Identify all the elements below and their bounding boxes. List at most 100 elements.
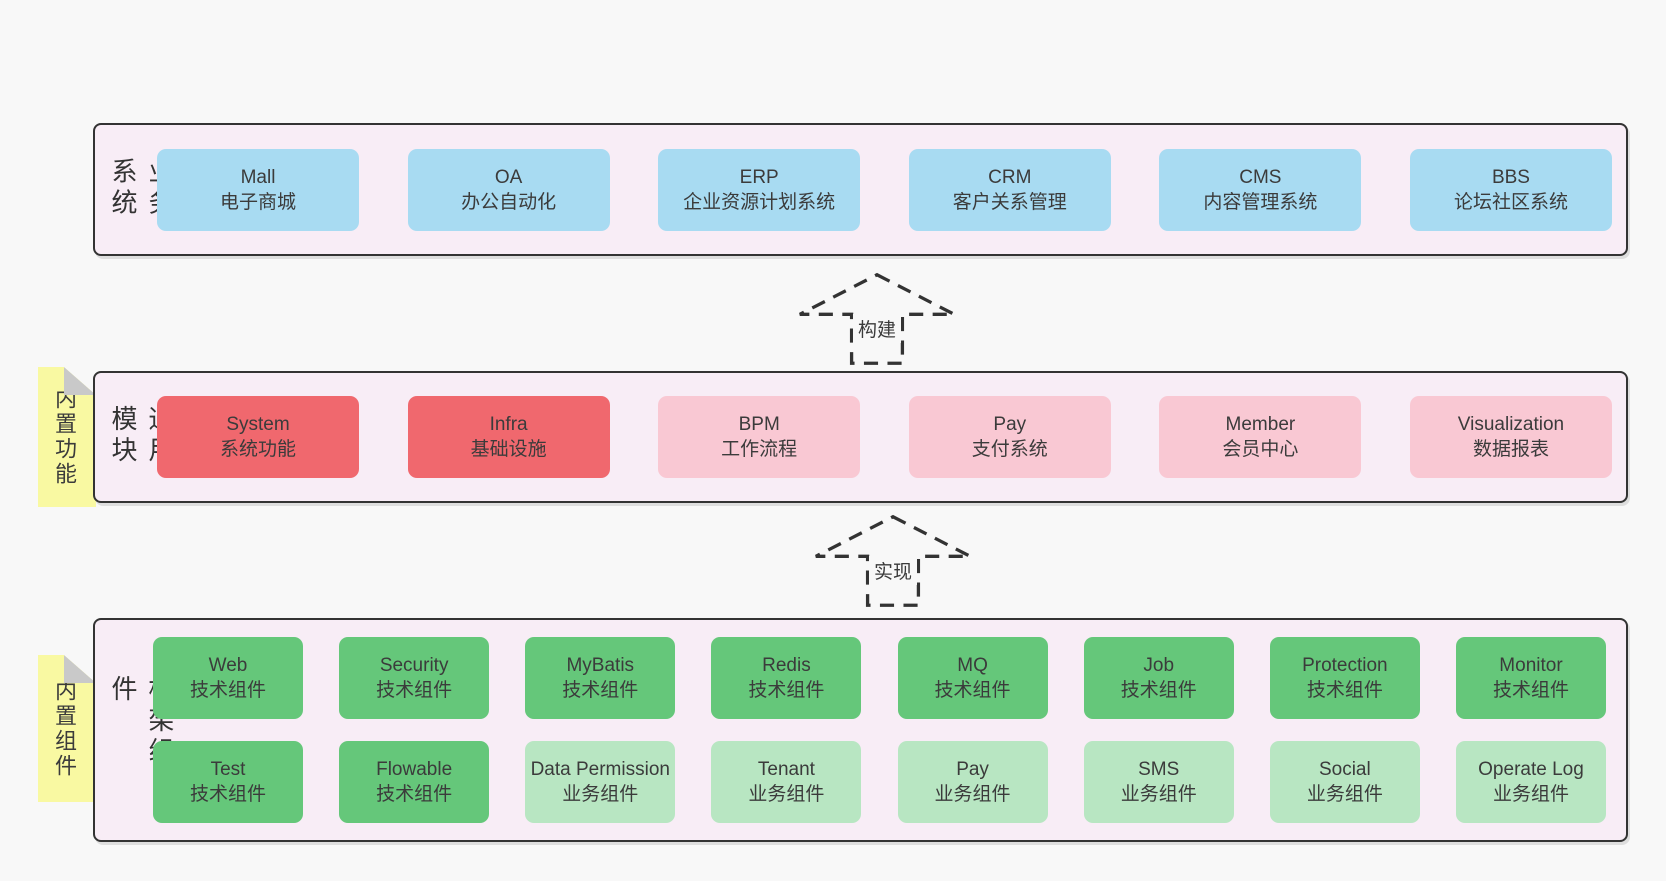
band-business-systems: 业务系统 Mall 电子商城 OA 办公自动化 ERP 企业资源计划系统 CRM… (93, 123, 1628, 256)
sticky-note-text: 内置功能 (52, 387, 77, 487)
up-arrow-icon (815, 514, 971, 607)
box-title: MyBatis (566, 655, 635, 676)
box-bbs: BBS 论坛社区系统 (1409, 148, 1612, 231)
box-subtitle: 论坛社区系统 (1453, 191, 1568, 213)
folded-corner-icon (64, 655, 96, 683)
box-protection: Protection 技术组件 (1269, 637, 1420, 719)
box-title: Pay (956, 759, 989, 780)
box-subtitle: 技术组件 (376, 784, 453, 805)
box-mybatis: MyBatis 技术组件 (525, 637, 676, 719)
arrow-build: 构建 (797, 270, 957, 368)
band-boxes-row: Web 技术组件 Security 技术组件 MyBatis 技术组件 Redi… (153, 637, 1606, 719)
box-title: Protection (1302, 655, 1388, 676)
box-title: Redis (762, 655, 811, 676)
band-rows: Web 技术组件 Security 技术组件 MyBatis 技术组件 Redi… (153, 620, 1606, 840)
box-subtitle: 会员中心 (1222, 439, 1299, 460)
box-title: CRM (988, 166, 1032, 188)
box-visualization: Visualization 数据报表 (1409, 396, 1612, 478)
box-title: CMS (1239, 166, 1282, 188)
box-subtitle: 技术组件 (189, 784, 266, 805)
box-subtitle: 技术组件 (934, 680, 1011, 701)
box-title: Infra (489, 414, 528, 435)
box-subtitle: 内容管理系统 (1203, 191, 1318, 213)
folded-corner-icon (64, 367, 96, 395)
box-test: Test 技术组件 (153, 741, 303, 823)
box-subtitle: 技术组件 (1306, 680, 1383, 701)
box-erp: ERP 企业资源计划系统 (658, 148, 861, 231)
box-flowable: Flowable 技术组件 (339, 741, 490, 823)
box-subtitle: 技术组件 (1492, 680, 1569, 701)
box-pay-component: Pay 业务组件 (897, 741, 1048, 823)
box-title: Tenant (757, 759, 815, 780)
box-title: BPM (738, 414, 780, 435)
box-subtitle: 技术组件 (376, 680, 453, 701)
box-subtitle: 客户关系管理 (952, 191, 1067, 213)
box-subtitle: 支付系统 (971, 439, 1048, 460)
box-pay-module: Pay 支付系统 (908, 396, 1111, 478)
box-subtitle: 工作流程 (721, 439, 798, 460)
box-title: Member (1225, 414, 1296, 435)
box-title: System (226, 414, 290, 435)
box-job: Job 技术组件 (1083, 637, 1234, 719)
box-title: BBS (1491, 166, 1530, 188)
box-title: Flowable (376, 759, 453, 780)
box-subtitle: 业务组件 (934, 784, 1011, 805)
box-subtitle: 系统功能 (219, 439, 296, 460)
box-title: MQ (957, 655, 988, 676)
box-subtitle: 业务组件 (1306, 784, 1383, 805)
box-subtitle: 技术组件 (562, 680, 639, 701)
box-title: Operate Log (1478, 759, 1584, 780)
band-boxes: Mall 电子商城 OA 办公自动化 ERP 企业资源计划系统 CRM 客户关系… (157, 125, 1612, 254)
box-infra: Infra 基础设施 (407, 396, 610, 478)
box-subtitle: 业务组件 (748, 784, 825, 805)
box-subtitle: 技术组件 (748, 680, 825, 701)
box-crm: CRM 客户关系管理 (908, 148, 1111, 231)
box-social: Social 业务组件 (1269, 741, 1420, 823)
box-subtitle: 电子商城 (219, 191, 296, 213)
box-data-permission: Data Permission 业务组件 (525, 741, 676, 823)
up-arrow-icon (799, 272, 955, 365)
box-subtitle: 基础设施 (470, 439, 547, 460)
box-web: Web 技术组件 (153, 637, 303, 719)
box-bpm: BPM 工作流程 (658, 396, 861, 478)
arrow-label: 实现 (868, 556, 918, 585)
box-title: Mall (240, 166, 276, 188)
band-common-modules: 通用模块 System 系统功能 Infra 基础设施 BPM 工作流程 Pay… (93, 371, 1628, 503)
sticky-note-text: 内置组件 (52, 678, 77, 779)
box-title: Social (1318, 759, 1371, 780)
arrow-label: 构建 (852, 314, 902, 343)
box-security: Security 技术组件 (339, 637, 490, 719)
box-operate-log: Operate Log 业务组件 (1455, 741, 1606, 823)
box-subtitle: 企业资源计划系统 (683, 191, 836, 213)
box-monitor: Monitor 技术组件 (1455, 637, 1606, 719)
box-tenant: Tenant 业务组件 (711, 741, 862, 823)
box-mq: MQ 技术组件 (897, 637, 1048, 719)
box-title: Data Permission (530, 759, 670, 780)
box-member: Member 会员中心 (1159, 396, 1362, 478)
box-title: Job (1143, 655, 1175, 676)
box-title: ERP (739, 166, 779, 188)
box-subtitle: 技术组件 (1120, 680, 1197, 701)
box-title: Test (210, 759, 246, 780)
band-boxes: System 系统功能 Infra 基础设施 BPM 工作流程 Pay 支付系统… (157, 373, 1612, 501)
box-mall: Mall 电子商城 (157, 148, 359, 231)
box-title: Pay (993, 414, 1027, 435)
sticky-note-built-in-components: 内置组件 (38, 655, 96, 802)
box-title: OA (494, 166, 523, 188)
box-title: SMS (1138, 759, 1180, 780)
box-title: Visualization (1457, 414, 1565, 435)
box-subtitle: 办公自动化 (461, 191, 557, 213)
box-title: Security (379, 655, 449, 676)
box-subtitle: 数据报表 (1472, 439, 1549, 460)
box-cms: CMS 内容管理系统 (1159, 148, 1362, 231)
box-subtitle: 业务组件 (1120, 784, 1197, 805)
sticky-note-built-in-features: 内置功能 (38, 367, 96, 507)
band-framework-components: 框架组件 Web 技术组件 Security 技术组件 MyBatis 技术组件… (93, 618, 1628, 842)
box-redis: Redis 技术组件 (711, 637, 862, 719)
band-boxes-row: Test 技术组件 Flowable 技术组件 Data Permission … (153, 741, 1606, 823)
box-subtitle: 业务组件 (1492, 784, 1569, 805)
box-title: Web (208, 655, 248, 676)
box-oa: OA 办公自动化 (407, 148, 610, 231)
box-sms: SMS 业务组件 (1083, 741, 1234, 823)
